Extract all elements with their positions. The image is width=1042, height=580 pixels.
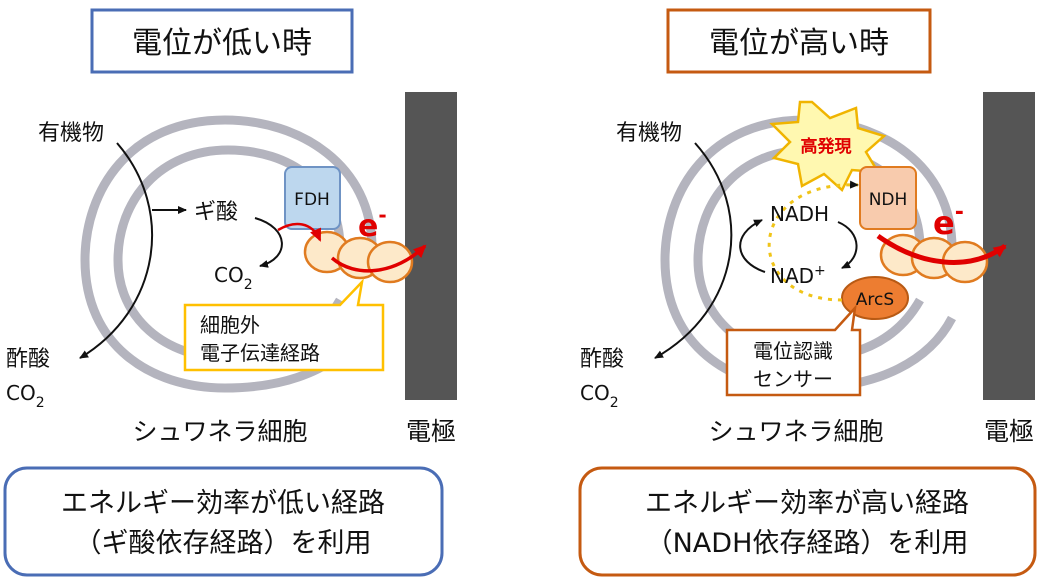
right-callout-box (725, 304, 862, 397)
right-electrode (983, 92, 1035, 400)
right-co2b-label: CO2 (580, 381, 619, 411)
right-title: 電位が高い時 (709, 26, 889, 61)
right-summary-line2: （NADH依存経路）を利用 (646, 528, 969, 559)
left-formate-label: ギ酸 (194, 200, 238, 225)
left-callout-box (183, 278, 385, 372)
right-summary-box (578, 466, 1037, 577)
left-electron-label: e- (358, 203, 387, 244)
left-title-box (90, 8, 354, 74)
right-arcs-label: ArcS (856, 290, 894, 310)
left-summary-line1: エネルギー効率が低い経路 (61, 488, 385, 519)
left-electrode-label: 電極 (406, 417, 456, 446)
left-formate-to-co2-arrow (254, 217, 283, 268)
left-acetate-label: 酢酸 (6, 347, 50, 372)
right-cell-label: シュワネラ細胞 (708, 417, 883, 446)
right-summary-line1: エネルギー効率が高い経路 (645, 488, 969, 519)
left-fdh-label: FDH (294, 190, 330, 210)
right-callout-line1: 電位認識 (753, 339, 833, 363)
right-arcs-sensor (841, 276, 909, 320)
left-cell-outer-membrane (80, 115, 377, 393)
right-ndh-enzyme (859, 166, 917, 230)
right-organic-arrow (654, 142, 733, 359)
right-nad-label: NAD+ (770, 263, 826, 288)
right-nadh-regeneration-arrow (739, 219, 766, 273)
right-nadh-oxidation-arrow (837, 221, 858, 269)
right-ndh-label: NDH (869, 190, 908, 210)
right-expression-burst (769, 100, 887, 193)
right-acetate-label: 酢酸 (580, 347, 624, 372)
right-panel: 電位が高い時 高発現 NDH ArcS e- 有機物 NADH (578, 8, 1037, 577)
right-title-box (666, 8, 932, 74)
left-cytochrome-3 (366, 240, 414, 284)
left-cell-label: シュワネラ細胞 (132, 417, 307, 446)
right-organic-label: 有機物 (616, 121, 682, 146)
left-electrode (405, 92, 457, 400)
left-organic-arrow (79, 142, 154, 359)
right-callout-line2: センサー (753, 367, 833, 391)
right-electron-label: e- (933, 200, 964, 242)
left-summary-box (3, 466, 444, 577)
right-burst-label: 高発現 (801, 136, 852, 157)
right-nadh-label: NADH (770, 202, 829, 226)
left-organic-label: 有機物 (38, 121, 104, 146)
left-electron-arrow-main (330, 244, 427, 273)
left-panel: 電位が低い時 FDH e- 有機物 ギ酸 CO2 酢酸 CO2 細胞外 電子伝達 (3, 8, 457, 577)
left-title: 電位が低い時 (132, 26, 312, 61)
right-electron-arrow-main (876, 233, 1007, 265)
left-co2b-label: CO2 (6, 381, 45, 411)
right-electrode-label: 電極 (984, 417, 1034, 446)
left-co2-label: CO2 (214, 263, 253, 293)
left-callout-line2: 電子伝達経路 (200, 341, 320, 365)
left-callout-line1: 細胞外 (200, 313, 260, 337)
right-sensing-dotted-loop (767, 180, 859, 302)
left-electron-arrow-small (277, 222, 322, 242)
left-summary-line2: （ギ酸依存経路）を利用 (75, 528, 372, 559)
